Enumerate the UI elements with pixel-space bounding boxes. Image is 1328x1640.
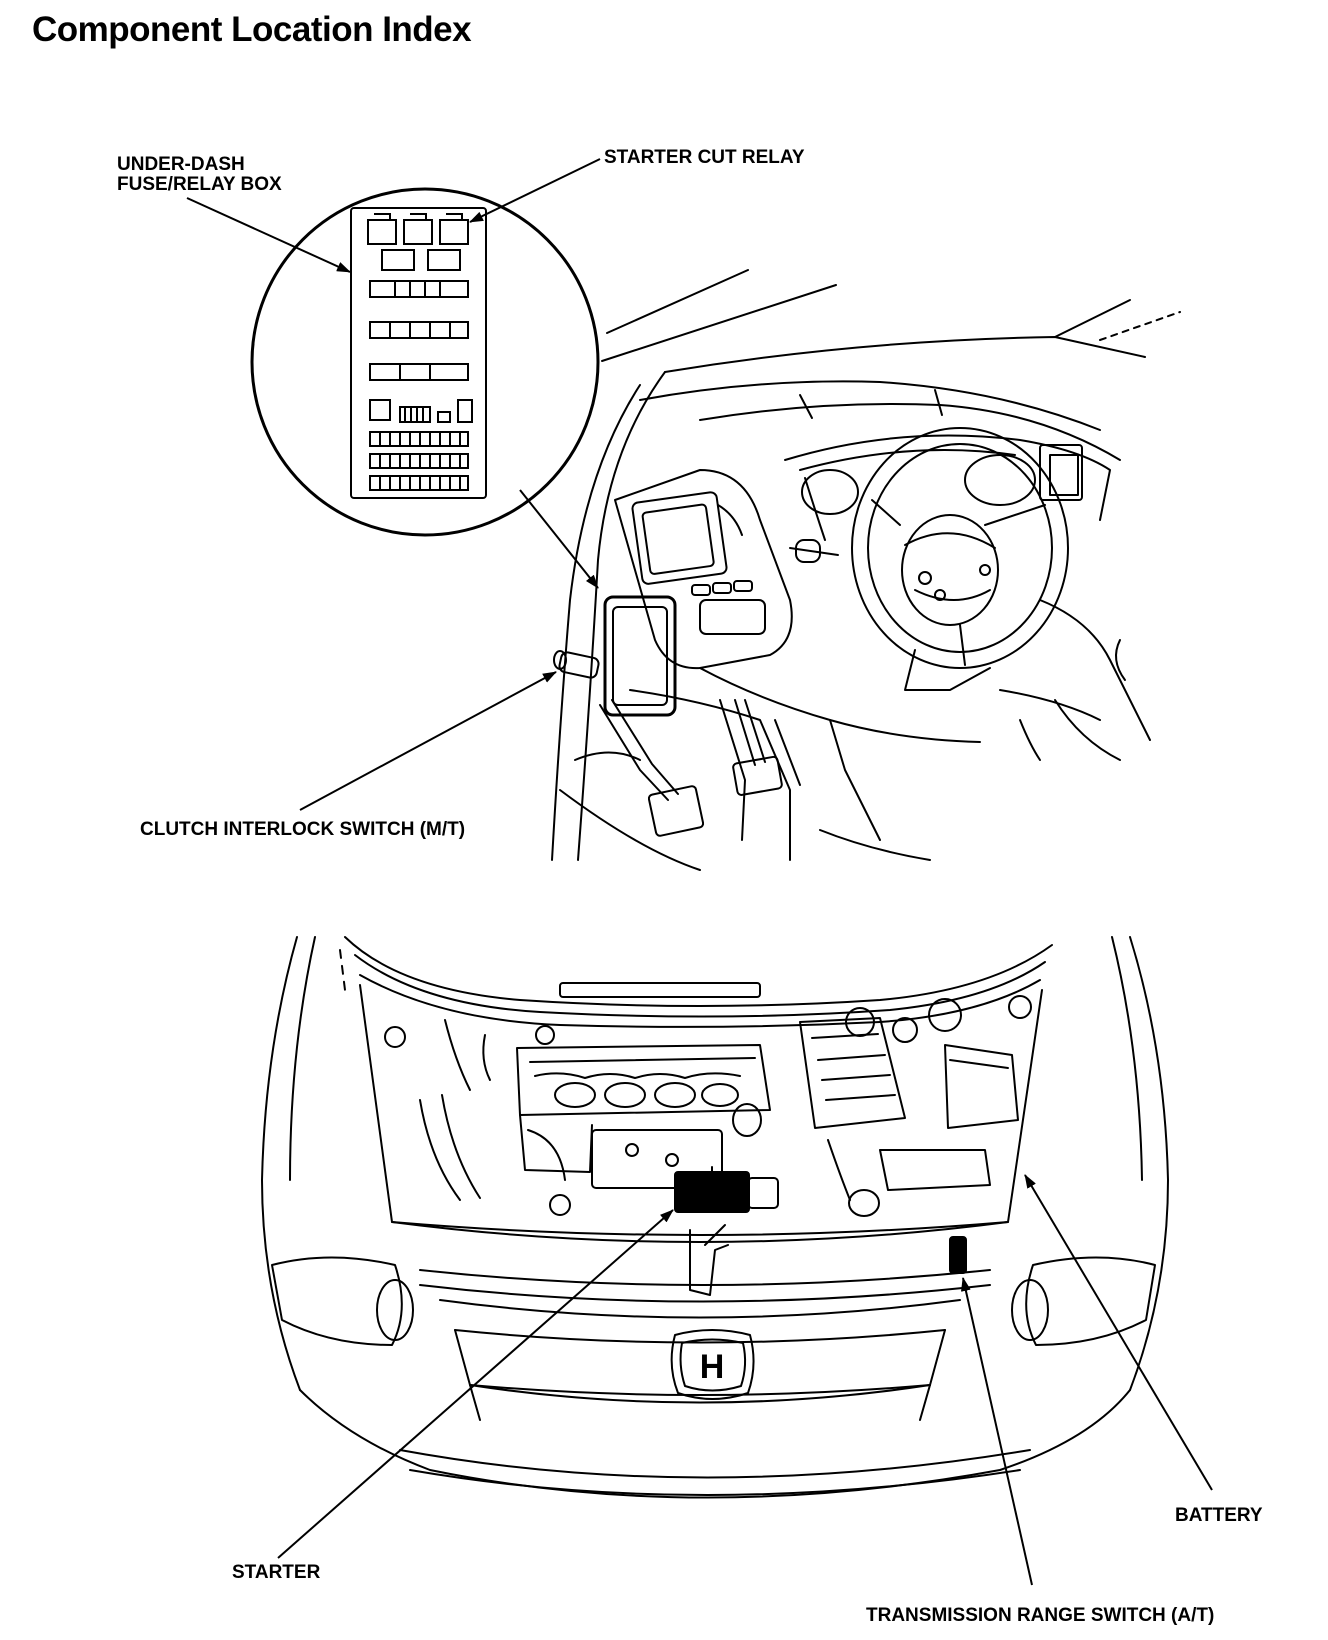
leader-magnifier-to-dash bbox=[519, 489, 599, 589]
leader-transmission-range-switch bbox=[960, 1277, 1033, 1586]
emblem-letter: H bbox=[700, 1348, 725, 1386]
leader-starter-cut-relay bbox=[469, 158, 601, 223]
label-starter: STARTER bbox=[232, 1562, 321, 1583]
leader-lines bbox=[186, 158, 1213, 1586]
fuse-box-magnifier bbox=[250, 187, 600, 537]
page-title: Component Location Index bbox=[32, 10, 472, 49]
label-under-dash-line1: UNDER-DASH bbox=[117, 154, 245, 175]
leader-starter bbox=[277, 1209, 674, 1559]
leader-clutch-switch bbox=[299, 671, 557, 811]
label-battery: BATTERY bbox=[1175, 1505, 1263, 1526]
label-starter-cut-relay: STARTER CUT RELAY bbox=[604, 147, 805, 168]
engine-bay-illustration: H bbox=[261, 936, 1169, 1499]
dashboard-illustration bbox=[551, 269, 1181, 871]
label-clutch-interlock-switch: CLUTCH INTERLOCK SWITCH (M/T) bbox=[140, 819, 466, 840]
label-under-dash-line2: FUSE/RELAY BOX bbox=[117, 174, 282, 195]
leader-fuse-box bbox=[186, 197, 351, 273]
label-transmission-range-switch: TRANSMISSION RANGE SWITCH (A/T) bbox=[866, 1605, 1215, 1626]
leader-battery bbox=[1024, 1174, 1213, 1491]
